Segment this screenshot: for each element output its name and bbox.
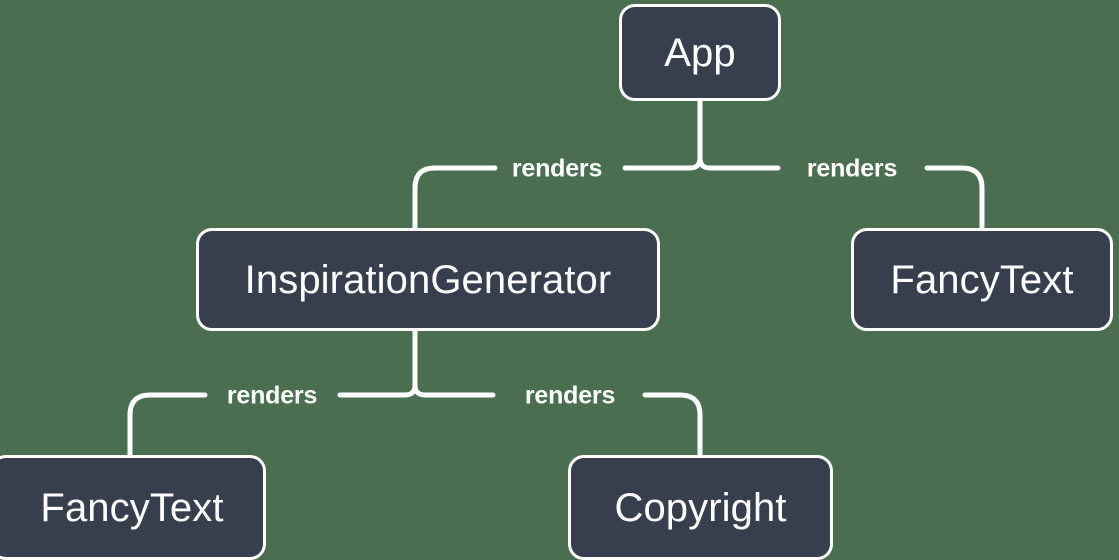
edge-app-stem-right <box>697 98 713 171</box>
edge-app-to-inspirationgenerator-2 <box>412 165 498 231</box>
node-fancytext-left[interactable]: FancyText <box>0 455 266 560</box>
edge-inspirationgenerator-to-fancytext-2 <box>127 392 208 458</box>
edge-label-inspirationgenerator-to-fancytext: renders <box>226 381 318 410</box>
node-copyright[interactable]: Copyright <box>568 455 833 560</box>
node-fancytext-right[interactable]: FancyText <box>851 228 1113 331</box>
edge-label-app-to-fancytext: renders <box>806 154 898 183</box>
edge-inspirationgenerator-stem-right <box>412 328 428 398</box>
edge-inspirationgenerator-to-copyright-2 <box>642 392 703 458</box>
edge-inspirationgenerator-stem <box>402 328 418 398</box>
node-fancytext-left-label: FancyText <box>40 485 224 530</box>
node-copyright-label: Copyright <box>614 485 787 530</box>
edge-label-inspirationgenerator-to-copyright: renders <box>524 381 616 410</box>
node-app-label: App <box>664 30 736 75</box>
node-fancytext-right-label: FancyText <box>890 257 1074 302</box>
edge-label-app-to-inspirationgenerator: renders <box>511 154 603 183</box>
edge-app-stem <box>687 98 703 171</box>
node-app[interactable]: App <box>619 4 781 101</box>
node-inspirationgenerator-label: InspirationGenerator <box>244 257 612 302</box>
node-inspirationgenerator[interactable]: InspirationGenerator <box>196 228 660 331</box>
edge-app-to-fancytext-2 <box>924 165 985 231</box>
